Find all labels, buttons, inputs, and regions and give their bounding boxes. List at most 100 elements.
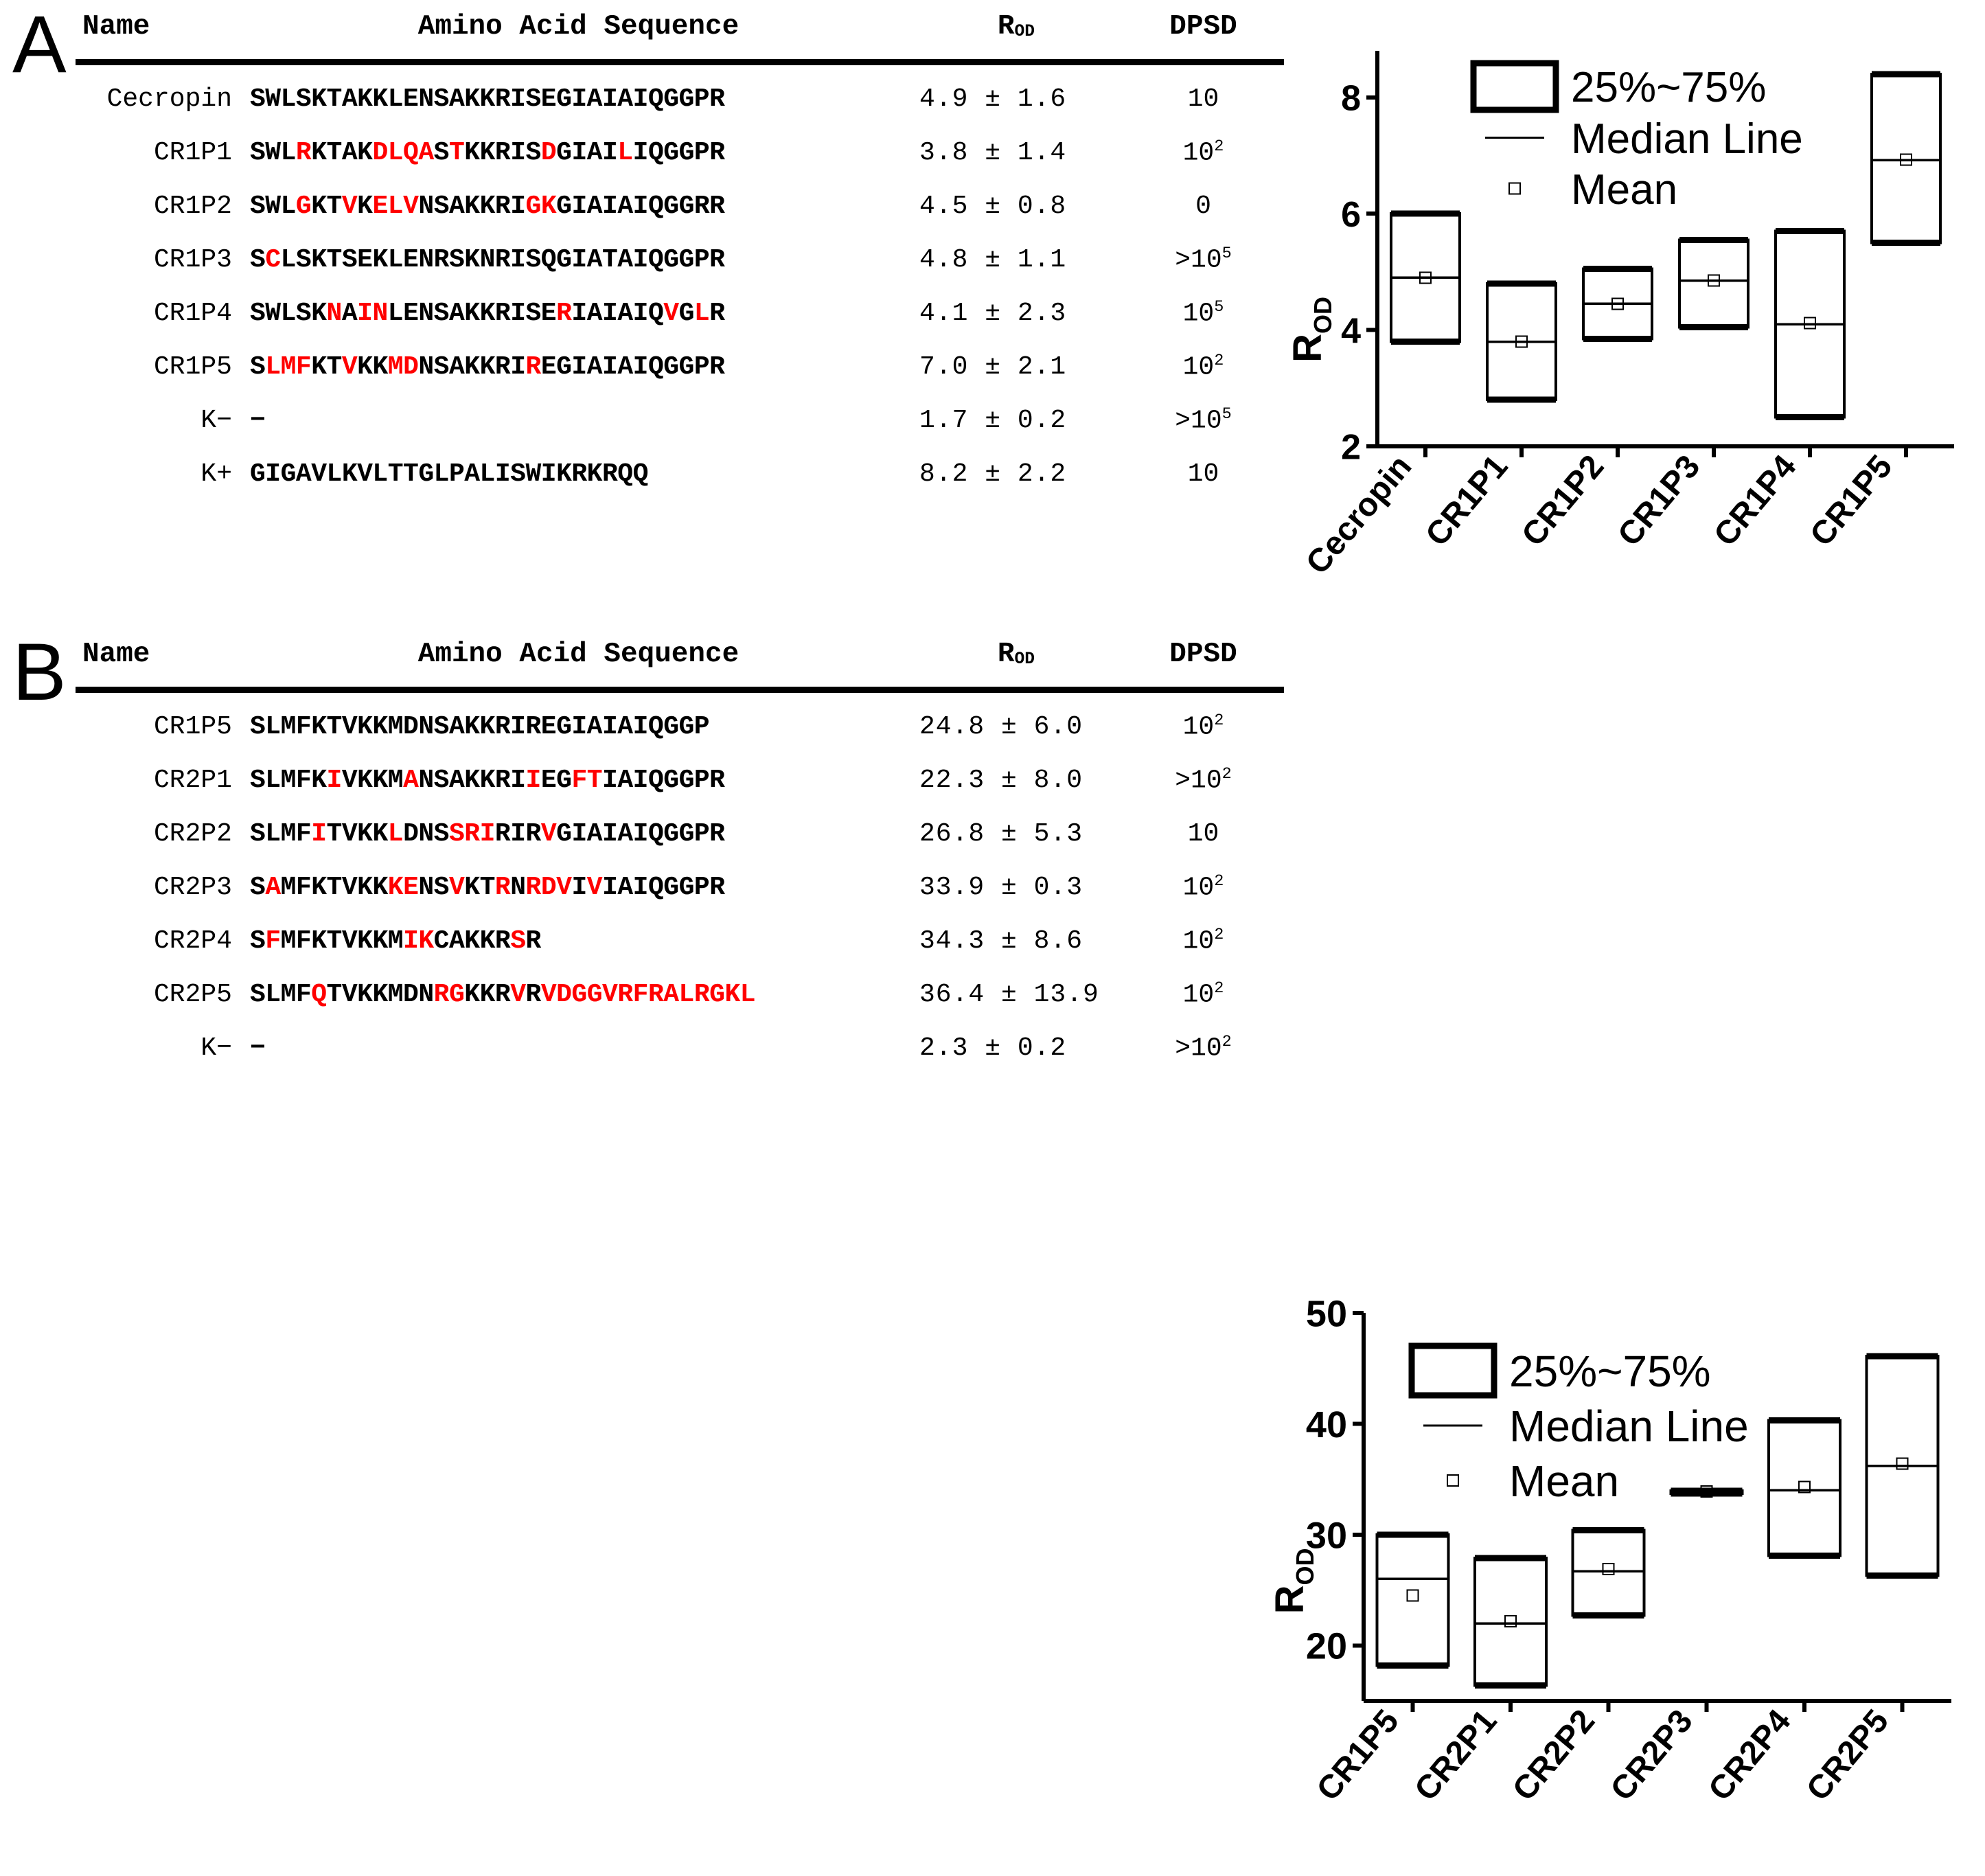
mean-marker [1602,1562,1615,1575]
x-axis-category-label: CR2P3 [1604,1703,1700,1808]
dpsd-base: >10 [1175,406,1222,436]
mean-marker [1900,153,1912,166]
dpsd-value-cell: 102 [1123,860,1284,914]
mutated-residue: LMF [265,352,312,382]
mean-marker [1804,317,1816,330]
rod-label: R [997,639,1015,670]
residue-run: KK [357,352,388,382]
residue-run: SWLSK [250,298,327,328]
amino-acid-sequence-cell: SLMFQTVKKMDNRGKKRVRVDGGVRFRALRGKL [247,968,910,1021]
x-axis-category-label: Cecropin [1299,448,1419,581]
mutated-residue: R [295,137,312,168]
residue-run: SLMF [250,979,312,1009]
residue-run: A [341,298,358,328]
rod-value-cell: 2.3 ± 0.2 [919,1033,1067,1063]
dpsd-value-cell: 10 [1123,447,1284,501]
mutated-residue: G [295,191,312,221]
mutated-residue: F [265,926,281,956]
amino-acid-sequence-cell: SFMFKTVKKMIKCAKKRSR [247,914,910,968]
rod-value-cell: 8.2 ± 2.2 [919,459,1067,489]
amino-acid-sequence-cell: GIGAVLKVLTTGLPALISWIKRKRQQ [247,447,910,501]
dpsd-exponent: 5 [1221,404,1232,424]
residue-run: KKR [464,979,511,1009]
residue-run: TVKKMDN [326,979,435,1009]
mutated-residue: I [525,765,542,795]
dpsd-base: 10 [1182,138,1215,168]
x-axis-category-label: CR2P5 [1800,1703,1896,1808]
peptide-name-cell: CR2P5 [153,979,232,1009]
peptide-name-cell: CR2P1 [153,765,232,795]
x-axis-category-label: CR2P2 [1506,1703,1602,1808]
rod-value-cell: 3.8 ± 1.4 [919,137,1067,168]
mutated-residue: I [326,765,343,795]
residue-run: SLMFK [250,765,327,795]
table-row: K+ GIGAVLKVLTTGLPALISWIKRKRQQ 8.2 ± 2.2 10 [76,447,1284,501]
mutated-residue: IN [357,298,388,328]
dpsd-base: 10 [1182,712,1215,742]
rod-subscript: OD [1014,650,1035,669]
amino-acid-sequence-cell: SAMFKTVKKKENSVKTRNRDVIVIAIQGGPR [247,860,910,914]
residue-run: S [433,137,450,168]
box-iqr [1473,1556,1548,1687]
box-iqr [1767,1419,1841,1557]
box-CR2P4: CR2P4 [1701,1417,1841,1808]
mutated-residue: RDV [525,872,572,902]
panel-b: B Name Amino Acid Sequence ROD DPSD CR1P… [0,628,1985,1808]
panel-a-table-wrap: Name Amino Acid Sequence ROD DPSD Cecrop… [76,7,1284,501]
legend-label-mean: Mean [1571,166,1677,214]
y-axis-tick-label: 8 [1341,78,1361,118]
dpsd-value-cell: >105 [1123,233,1284,286]
amino-acid-sequence-cell: SLMFKTVKKMDNSAKKRIREGIAIAIQGGPR [247,340,910,393]
rod-value-cell: 33.9 ± 0.3 [919,872,1083,902]
residue-run: S [250,244,266,275]
dpsd-base: 10 [1182,873,1215,903]
residue-run: DNS [403,819,449,849]
mutated-residue: V [448,872,465,902]
amino-acid-sequence-cell: SWLSKTAKKLENSAKKRISEGIAIAIQGGPR [247,62,910,126]
rod-value-cell: 4.8 ± 1.1 [919,244,1067,275]
dpsd-value-cell: 102 [1123,126,1284,179]
dpsd-base: 10 [1187,84,1219,114]
residue-run: LENSAKKRISE [387,298,557,328]
mean-marker [1611,297,1624,310]
y-axis-label-subscript: OD [1291,1548,1319,1586]
peptide-name-cell: CR2P3 [153,872,232,902]
column-header-sequence: Amino Acid Sequence [417,11,739,43]
peptide-name-cell: K− [200,405,232,435]
mean-marker [1896,1457,1909,1470]
box-CR2P5: CR2P5 [1800,1353,1940,1808]
dpsd-exponent: 2 [1214,871,1224,891]
dpsd-value-cell: 0 [1123,179,1284,233]
residue-run: NSAKKRI [418,191,526,221]
residue-run: IAIAIQ [571,298,664,328]
mutated-residue: Q [311,979,327,1009]
dpsd-value-cell: >105 [1123,393,1284,447]
table-row: CR2P3 SAMFKTVKKKENSVKTRNRDVIVIAIQGGPR 33.9… [76,860,1284,914]
mutated-residue: FT [571,765,603,795]
y-axis-tick-label: 6 [1341,195,1361,235]
mutated-residue: A [403,765,419,795]
y-axis-tick-label: 20 [1306,1626,1347,1667]
boxplot-svg: 20304050RODCR1P5CR2P1CR2P2CR2P3CR2P4CR2P… [1274,1293,1951,1808]
dpsd-value-cell: >102 [1123,1021,1284,1075]
mean-marker [1708,274,1720,287]
x-axis-category-label: CR1P5 [1310,1703,1406,1808]
peptide-name-cell: CR1P1 [153,137,232,168]
peptide-table-a: Name Amino Acid Sequence ROD DPSD Cecrop… [76,7,1284,501]
box-iqr [1375,1533,1450,1667]
peptide-name-cell: K+ [200,459,232,489]
y-axis-label: ROD [1274,1548,1319,1614]
column-header-name: Name [82,639,150,670]
residue-run: − [250,405,266,435]
mutated-residue: I [311,819,327,849]
legend-label-median: Median Line [1509,1402,1749,1451]
